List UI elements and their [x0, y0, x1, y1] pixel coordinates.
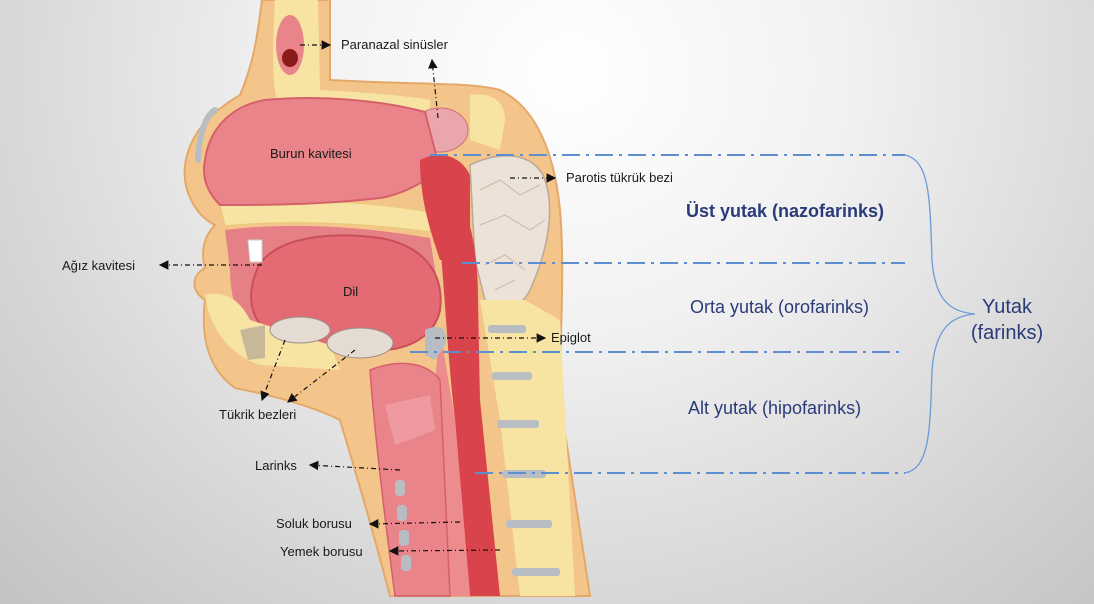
label-nasal-cavity: Burun kavitesi	[270, 146, 352, 162]
pharynx-title: Yutak (farinks)	[952, 294, 1062, 346]
label-epiglottis: Epiglot	[551, 330, 591, 346]
label-trachea: Soluk borusu	[276, 516, 352, 532]
label-tongue: Dil	[343, 284, 358, 300]
pharynx-title-line2: (farinks)	[952, 320, 1062, 346]
region-nasopharynx: Üst yutak (nazofarinks)	[686, 200, 884, 222]
sublingual-gland	[327, 328, 393, 358]
submandibular-gland	[270, 317, 330, 343]
label-esophagus: Yemek borusu	[280, 544, 363, 560]
pharynx-title-line1: Yutak	[952, 294, 1062, 320]
label-oral-cavity: Ağız kavitesi	[62, 258, 135, 274]
label-larynx: Larinks	[255, 458, 297, 474]
label-paranasal-sinuses: Paranazal sinüsler	[341, 37, 448, 53]
region-hypopharynx: Alt yutak (hipofarinks)	[688, 397, 861, 419]
label-parotid-gland: Parotis tükrük bezi	[566, 170, 673, 186]
region-oropharynx: Orta yutak (orofarinks)	[690, 296, 869, 318]
label-salivary-glands: Tükrik bezleri	[219, 407, 296, 423]
